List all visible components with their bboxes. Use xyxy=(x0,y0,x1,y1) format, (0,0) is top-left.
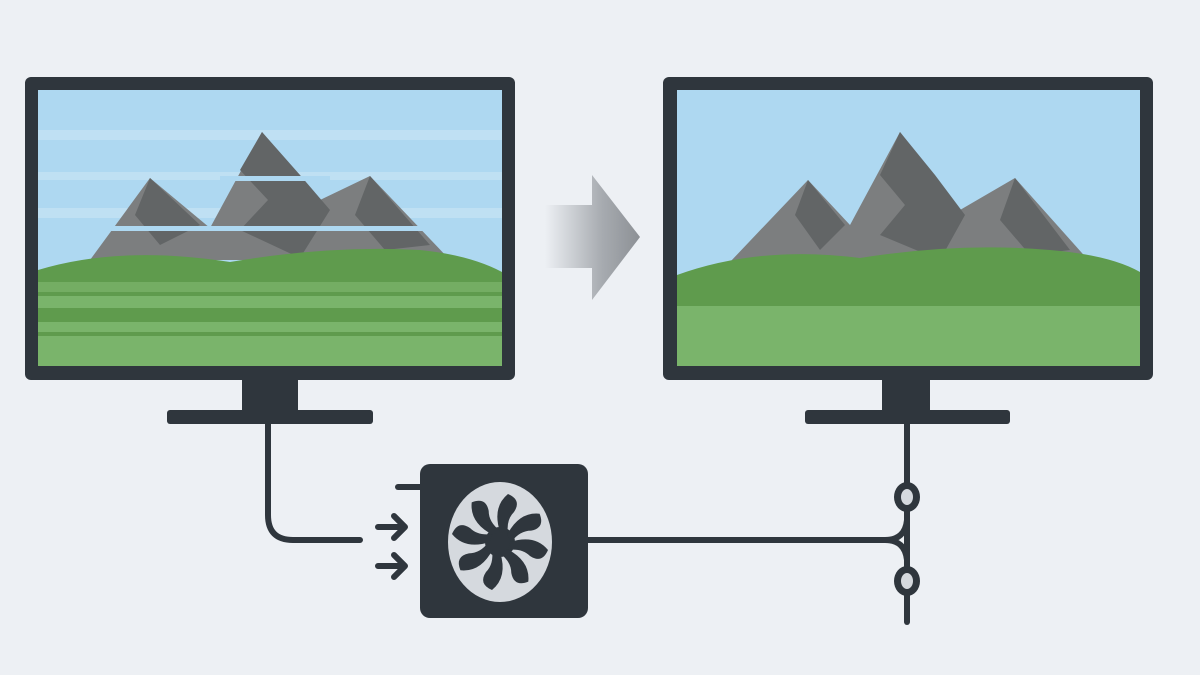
transition-arrow-icon xyxy=(545,175,640,300)
fan-blades-icon xyxy=(452,494,548,590)
clear-monitor-icon xyxy=(663,77,1153,424)
cable-connector-icon xyxy=(894,482,920,596)
glitched-monitor-icon xyxy=(25,77,515,424)
gpu-fan-unit-icon xyxy=(420,464,588,618)
input-arrows-icon xyxy=(375,513,408,580)
